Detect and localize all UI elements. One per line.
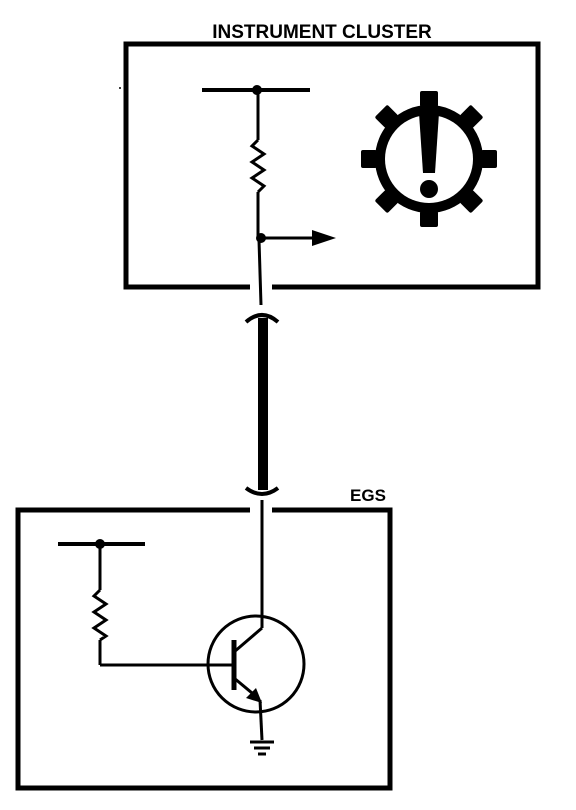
upper-connector-icon [244, 313, 280, 324]
lower-connector-icon [244, 486, 280, 496]
npn-transistor-icon [206, 614, 306, 741]
ground-icon [250, 740, 274, 756]
gear-exclamation-icon [361, 91, 497, 227]
instrument-cluster-label: INSTRUMENT CLUSTER [212, 22, 432, 43]
cluster-circuit [202, 85, 336, 306]
output-arrow-icon [312, 230, 336, 246]
egs-label: EGS [350, 486, 386, 505]
egs-resistor [91, 588, 109, 642]
speck [119, 87, 121, 89]
cluster-resistor [249, 138, 267, 194]
egs-circuit [58, 500, 306, 756]
